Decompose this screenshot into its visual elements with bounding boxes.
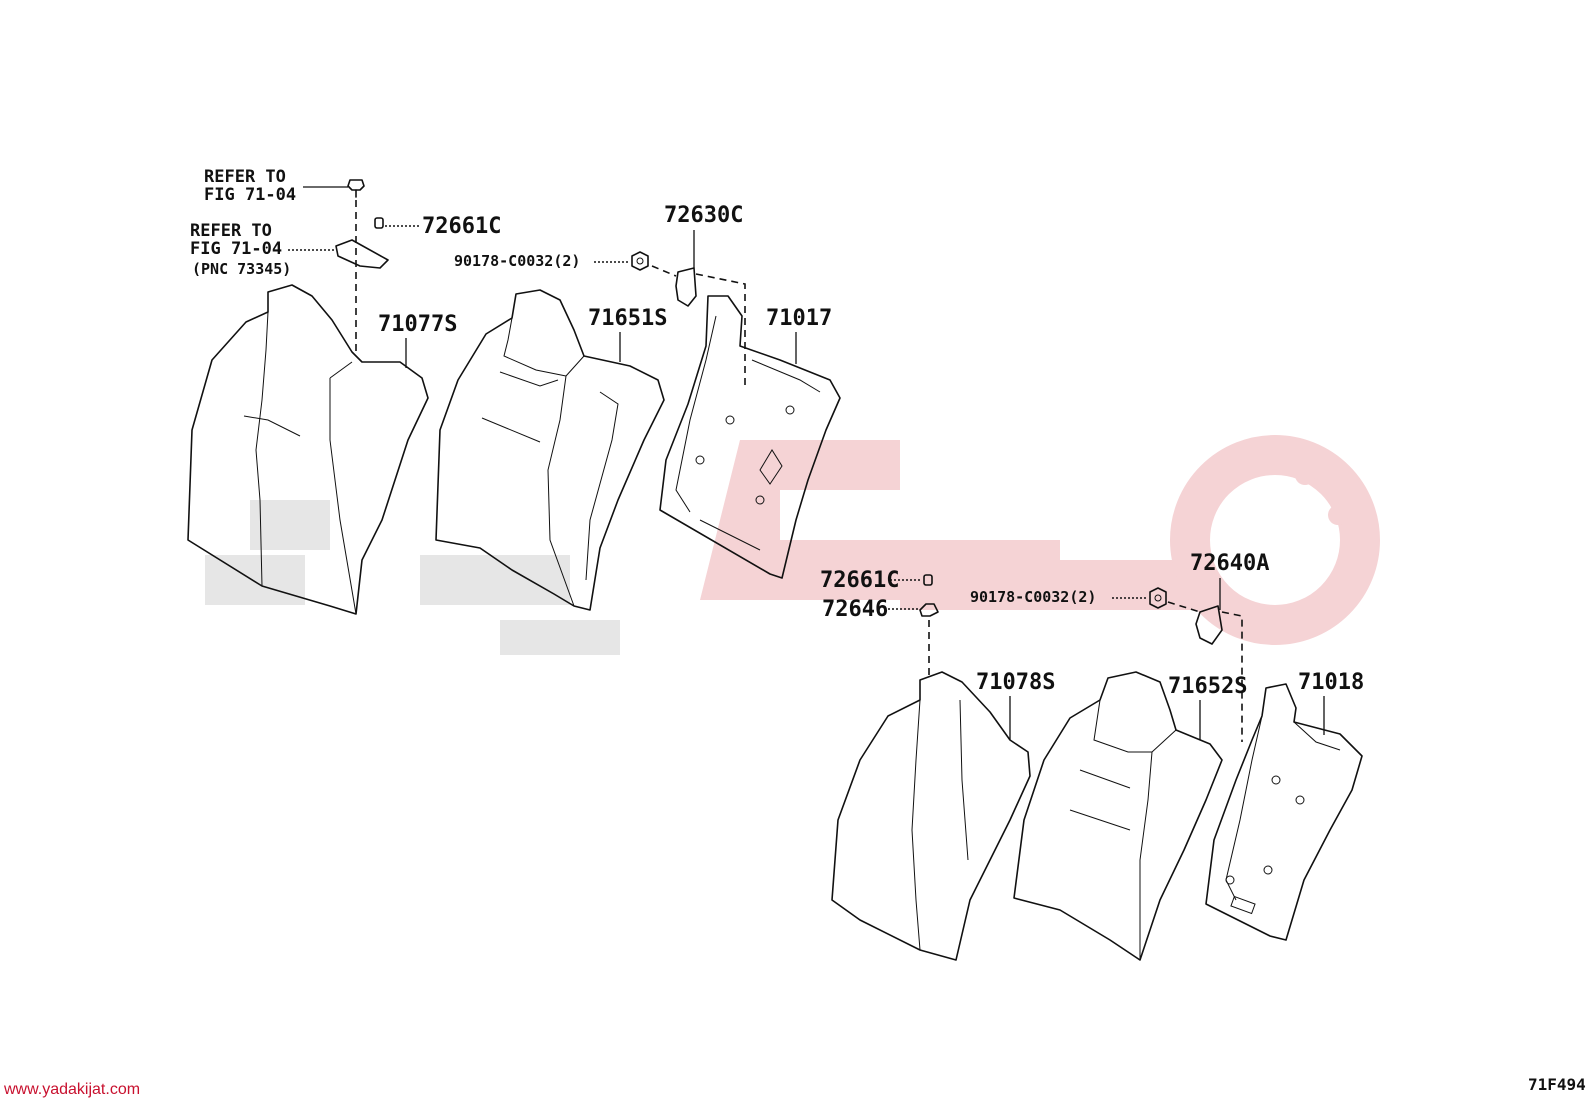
clip-72646-icon [919, 603, 939, 617]
bracket-plate-icon [335, 239, 389, 269]
bolt-icon [347, 179, 365, 198]
ref-top-line1: REFER TO [204, 167, 286, 187]
footer-figure-code: 71F494 [1528, 1075, 1586, 1094]
nut-lower-icon [1149, 587, 1167, 609]
label-72630c: 72630C [664, 203, 743, 228]
hook-72630c-icon [675, 267, 697, 307]
label-90178-lower: 90178-C0032(2) [970, 588, 1096, 606]
label-90178-upper: 90178-C0032(2) [454, 252, 580, 270]
label-72661c-lower: 72661C [820, 568, 899, 593]
ref-mid-line3: (PNC 73345) [192, 260, 291, 278]
label-71018: 71018 [1298, 670, 1364, 695]
seatback-frame-71017 [659, 295, 841, 579]
label-72646: 72646 [822, 597, 888, 622]
label-71077s: 71077S [378, 312, 457, 337]
seatback-frame-71018 [1205, 683, 1363, 941]
footer-website: www.yadakijat.com [3, 1081, 140, 1098]
label-71652s: 71652S [1168, 674, 1247, 699]
dash-nut-to-hook-lower [1167, 601, 1201, 613]
seatback-pad-71651s [435, 289, 665, 611]
grommet-upper-icon [374, 217, 384, 229]
seatback-pad-71652s [1013, 671, 1223, 961]
hook-72640a-icon [1195, 605, 1223, 645]
label-71078s: 71078S [976, 670, 1055, 695]
dash-hook-to-frame-lower [1221, 611, 1243, 742]
grommet-lower-icon [923, 574, 933, 586]
dash-hook-to-frame-upper [695, 273, 746, 385]
watermark [205, 435, 1380, 655]
seatback-cover-71078s [831, 671, 1031, 961]
seatback-cover-71077s [187, 284, 429, 615]
label-71651s: 71651S [588, 306, 667, 331]
ref-mid-line1: REFER TO [190, 221, 272, 241]
ref-top-line2: FIG 71-04 [204, 185, 296, 205]
dash-nut-to-hook-upper [651, 265, 677, 277]
label-72640a: 72640A [1190, 551, 1269, 576]
label-71017: 71017 [766, 306, 832, 331]
ref-mid-line2: FIG 71-04 [190, 239, 282, 259]
label-72661c-upper: 72661C [422, 214, 501, 239]
nut-upper-icon [631, 251, 649, 271]
